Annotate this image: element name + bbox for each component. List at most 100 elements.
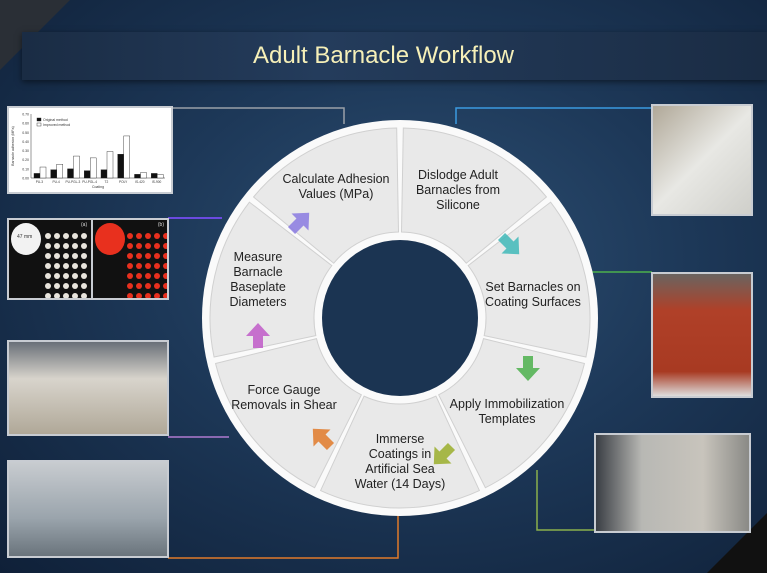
wheel-center [322, 240, 478, 396]
barnacle-dot [127, 283, 133, 289]
barnacle-dot [154, 233, 160, 239]
legend-label: Original method [43, 118, 68, 122]
barnacle-dot [54, 243, 60, 249]
barnacle-dot [81, 233, 87, 239]
barnacle-dot [45, 273, 51, 279]
barnacle-dot [81, 273, 87, 279]
barnacle-dot [127, 243, 133, 249]
x-axis-label: Coating [92, 185, 104, 189]
connector-line [168, 510, 399, 559]
barnacle-dot [72, 243, 78, 249]
barnacle-dot [136, 283, 142, 289]
panel-label-a: (a) [81, 222, 88, 228]
barnacle-dot [72, 233, 78, 239]
step-arrow-icon [246, 323, 270, 348]
barnacle-dot [127, 263, 133, 269]
barnacle-dot [63, 273, 69, 279]
barnacle-dot [63, 243, 69, 249]
connector-line [455, 107, 652, 124]
barnacle-dot [54, 273, 60, 279]
barnacle-dot [45, 293, 51, 298]
bar [84, 170, 91, 179]
barnacle-dot [145, 243, 151, 249]
title-banner [22, 32, 767, 80]
barnacle-dot [45, 253, 51, 259]
barnacle-dot [136, 263, 142, 269]
barnacle-dot [72, 293, 78, 298]
bar [50, 169, 57, 179]
barnacle-dot [145, 233, 151, 239]
y-tick-label: 0.00 [22, 177, 29, 181]
bar [123, 135, 130, 179]
immobilization-template-photo [594, 433, 751, 533]
step-arrow-icon [312, 428, 335, 451]
barnacle-dot [145, 283, 151, 289]
barnacle-dot [163, 283, 167, 289]
step-arrow-icon [433, 442, 456, 465]
barnacle-dot [81, 283, 87, 289]
barnacle-dot [145, 253, 151, 259]
barnacle-dot [163, 293, 167, 298]
x-tick-label: T2 [105, 180, 109, 184]
barnacle-dot [45, 243, 51, 249]
wheel-segment [319, 395, 481, 509]
page-title: Adult Barnacle Workflow [253, 42, 514, 69]
dislodge-photo [651, 104, 753, 216]
barnacle-dot [154, 253, 160, 259]
barnacle-dot [54, 253, 60, 259]
barnacle-dot [154, 263, 160, 269]
barnacle-dot [81, 253, 87, 259]
barnacle-dot [154, 293, 160, 298]
panel-label-b: (b) [157, 222, 164, 228]
barnacle-dot [54, 233, 60, 239]
barnacle-dot [127, 253, 133, 259]
wheel-segment [214, 337, 363, 489]
bar [157, 174, 164, 179]
x-tick-label: IS-420 [135, 180, 145, 184]
step-arrow-icon [497, 232, 520, 255]
connector-line [536, 470, 595, 531]
barnacle-dot [154, 283, 160, 289]
step-arrow-icon [287, 212, 310, 235]
barnacle-dot [72, 253, 78, 259]
barnacle-dot [54, 283, 60, 289]
barnacle-dot [136, 253, 142, 259]
y-tick-label: 0.10 [22, 167, 29, 171]
x-tick-label: PU-PGL-3 [66, 180, 81, 184]
bar [39, 166, 47, 179]
bar [140, 172, 147, 179]
bar [33, 173, 41, 179]
barnacle-dot [81, 243, 87, 249]
barnacle-dot [127, 233, 133, 239]
barnacle-dot [127, 293, 133, 298]
barnacle-dot [54, 263, 60, 269]
barnacle-dot [163, 273, 167, 279]
barnacle-dot [136, 273, 142, 279]
barnacle-dot [145, 263, 151, 269]
x-tick-label: PU-PGL-4 [82, 180, 97, 184]
barnacle-dot [72, 273, 78, 279]
workflow-wheel [202, 120, 598, 516]
barnacle-dot [72, 283, 78, 289]
connector-line [170, 107, 345, 124]
y-tick-label: 0.50 [22, 131, 29, 135]
legend-label: Improved method [43, 123, 70, 127]
bar [117, 154, 124, 179]
legend-swatch [36, 122, 42, 127]
wheel-segment [400, 127, 548, 264]
x-tick-label: PU-4 [52, 180, 59, 184]
wheel-segment [209, 201, 333, 358]
barnacle-dot [81, 263, 87, 269]
y-tick-label: 0.70 [22, 113, 29, 117]
wheel-segment [252, 127, 400, 264]
barnacle-dot [145, 293, 151, 298]
barnacle-dot [54, 293, 60, 298]
